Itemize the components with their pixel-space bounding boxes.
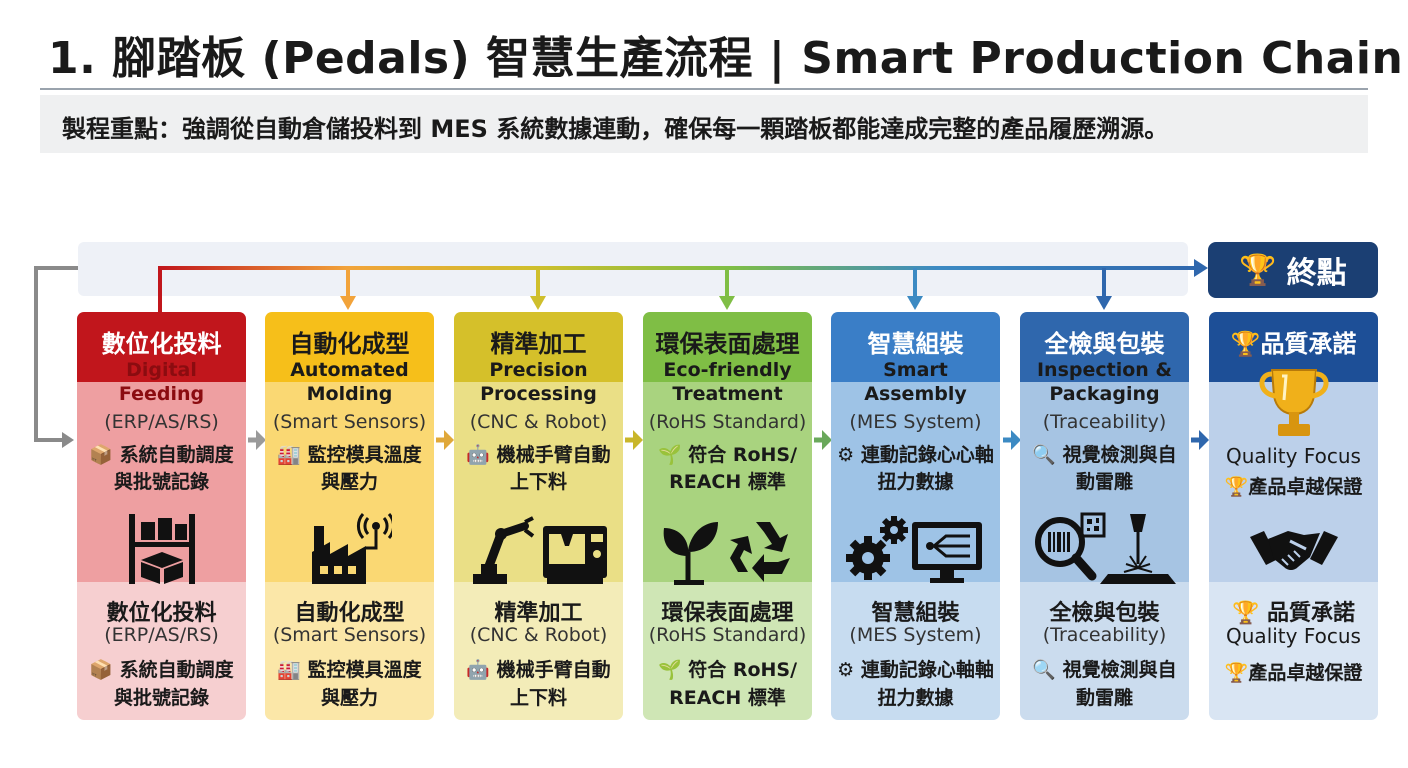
trophy-illustration-icon	[1209, 366, 1378, 440]
stage-feature: 🔍 視覺檢測與自動雷雕	[1032, 444, 1177, 493]
flow-top-band	[78, 242, 1188, 296]
trophy-icon: 🏆	[1224, 476, 1249, 498]
box-icon: 📦	[89, 444, 114, 466]
stage-title-en: Precision Processing	[480, 359, 597, 405]
stage-title-en: Eco-friendly Treatment	[663, 359, 792, 405]
lower-quality-focus-text: Quality Focus	[1226, 624, 1361, 648]
page-title: 1. 腳踏板 (Pedals) 智慧生產流程 | Smart Productio…	[48, 33, 1404, 84]
lower-subtitle: (Traceability)	[1042, 624, 1167, 646]
subtitle-bar: 製程重點：強調從自動倉儲投料到 MES 系統數據連動，確保每一顆踏板都能達成完整…	[40, 95, 1368, 153]
loop-back-arrowhead	[62, 432, 74, 448]
stage-title-en: Digital Feeding	[118, 359, 205, 405]
lower-feature: 🌱 符合 RoHS/ REACH 標準	[657, 659, 798, 709]
robot-icon: 🤖	[466, 659, 491, 681]
magnifier-icon: 🔍	[1032, 659, 1057, 681]
trophy-icon: 🏆	[1230, 330, 1261, 358]
stage-header: 精準加工	[454, 312, 623, 382]
stage-header: 智慧組裝	[831, 312, 1000, 382]
loop-back-line	[34, 266, 78, 442]
stage-title-zh: 精準加工	[490, 330, 587, 358]
magnifier-icon: 🔍	[1032, 444, 1057, 466]
stage-subtitle: (RoHS Standard)	[648, 411, 807, 433]
stage-title-en: Automated Molding	[290, 359, 409, 405]
lower-title-zh: 品質承諾	[1267, 601, 1356, 626]
stage-title-zh: 自動化成型	[289, 330, 410, 358]
stage-feature: 📦 系統自動調度與批號記錄	[89, 444, 234, 493]
lower-feature: 🏭 監控模具溫度與壓力	[277, 659, 422, 709]
seedling-icon: 🌱	[657, 659, 682, 681]
lower-subtitle: (RoHS Standard)	[648, 624, 807, 646]
factory-sensor-icon	[265, 504, 434, 594]
gears-monitor-icon	[831, 504, 1000, 594]
stage-title-zh: 全檢與包裝	[1044, 330, 1165, 358]
stage-digital-feeding: 數位化投料 Digital Feeding (ERP/AS/RS) 📦 系統自動…	[77, 312, 246, 720]
stage-subtitle: (Traceability)	[1042, 411, 1167, 433]
lower-subtitle: (CNC & Robot)	[469, 624, 608, 646]
lower-subtitle: (Smart Sensors)	[272, 624, 427, 646]
stage-title-en: Inspection & Packaging	[1036, 359, 1172, 405]
stage-eco-friendly-treatment: 環保表面處理 Eco-friendly Treatment (RoHS Stan…	[643, 312, 812, 720]
stage-title-zh: 品質承諾	[1260, 330, 1357, 358]
lower-title-zh: 環保表面處理	[661, 601, 794, 626]
stage-header: 自動化成型	[265, 312, 434, 382]
barcode-laser-icon	[1020, 504, 1189, 594]
stage-header: 數位化投料	[77, 312, 246, 382]
lower-title-zh: 精準加工	[494, 601, 583, 626]
stage-title-zh: 數位化投料	[101, 330, 222, 358]
robot-icon: 🤖	[466, 444, 491, 466]
stage-title-zh: 智慧組裝	[867, 330, 964, 358]
robot-arm-cnc-icon	[454, 504, 623, 594]
lower-title-zh: 數位化投料	[106, 601, 217, 626]
handshake-icon	[1209, 504, 1378, 594]
factory-icon: 🏭	[277, 659, 302, 681]
stage-precision-processing: 精準加工 Precision Processing (CNC & Robot) …	[454, 312, 623, 720]
lower-title-zh: 全檢與包裝	[1049, 601, 1160, 626]
plant-recycle-icon	[643, 504, 812, 594]
trophy-icon: 🏆	[1231, 601, 1260, 626]
stage-feature: 🌱 符合 RoHS/ REACH 標準	[657, 444, 798, 493]
stage-title-zh: 環保表面處理	[655, 330, 800, 358]
warehouse-shelf-boxes-icon	[77, 504, 246, 594]
lower-title-zh: 自動化成型	[294, 601, 405, 626]
subtitle-text: 製程重點：強調從自動倉儲投料到 MES 系統數據連動，確保每一顆踏板都能達成完整…	[62, 115, 1169, 143]
stage-subtitle: (MES System)	[849, 411, 982, 433]
stage-title-en: Smart Assembly	[864, 359, 967, 405]
seedling-icon: 🌱	[657, 444, 682, 466]
gear-icon: ⚙	[837, 659, 855, 681]
lower-feature: 🤖 機械手臂自動上下料	[466, 659, 611, 709]
trophy-icon: 🏆	[1239, 252, 1277, 288]
stage-feature: 🤖 機械手臂自動上下料	[466, 444, 611, 493]
stage-feature: 🏭 監控模具溫度與壓力	[277, 444, 422, 493]
gear-icon: ⚙	[837, 444, 855, 466]
stage-header: 全檢與包裝	[1020, 312, 1189, 382]
stage-feature: ⚙ 連動記錄心心軸扭力數據	[837, 444, 994, 493]
stage-subtitle: (Smart Sensors)	[272, 411, 427, 433]
trophy-icon: 🏆	[1224, 662, 1249, 684]
end-point-label: 終點	[1286, 256, 1347, 291]
quality-focus-text: Quality Focus	[1226, 444, 1361, 468]
lower-quality-promise-text: 🏆產品卓越保證	[1224, 662, 1363, 684]
stage-subtitle: (CNC & Robot)	[469, 411, 608, 433]
lower-feature: 🔍 視覺檢測與自動雷雕	[1032, 659, 1177, 709]
top-flow-arrowhead	[1194, 259, 1208, 277]
lower-subtitle: (ERP/AS/RS)	[104, 624, 219, 646]
lower-feature: ⚙ 連動記錄心軸軸扭力數據	[837, 659, 994, 709]
box-icon: 📦	[89, 659, 114, 681]
lower-subtitle: (MES System)	[849, 624, 982, 646]
stage-inspection-packaging: 全檢與包裝 Inspection & Packaging (Traceabili…	[1020, 312, 1189, 720]
quality-promise-text: 🏆產品卓越保證	[1224, 476, 1363, 498]
stage-automated-molding: 自動化成型 Automated Molding (Smart Sensors) …	[265, 312, 434, 720]
stage-smart-assembly: 智慧組裝 Smart Assembly (MES System) ⚙ 連動記錄心…	[831, 312, 1000, 720]
lower-title-zh: 智慧組裝	[871, 601, 960, 626]
stage-subtitle: (ERP/AS/RS)	[104, 411, 219, 433]
end-point-box: 🏆 終點	[1208, 242, 1378, 298]
lower-feature: 📦 系統自動調度與批號記錄	[89, 659, 234, 709]
stage-quality-promise: 🏆品質承諾 Quality Focus 🏆產品卓越保證 🏆 品質承諾 Quali…	[1209, 312, 1378, 720]
stage-header: 環保表面處理	[643, 312, 812, 382]
title-divider	[40, 88, 1368, 90]
factory-icon: 🏭	[277, 444, 302, 466]
